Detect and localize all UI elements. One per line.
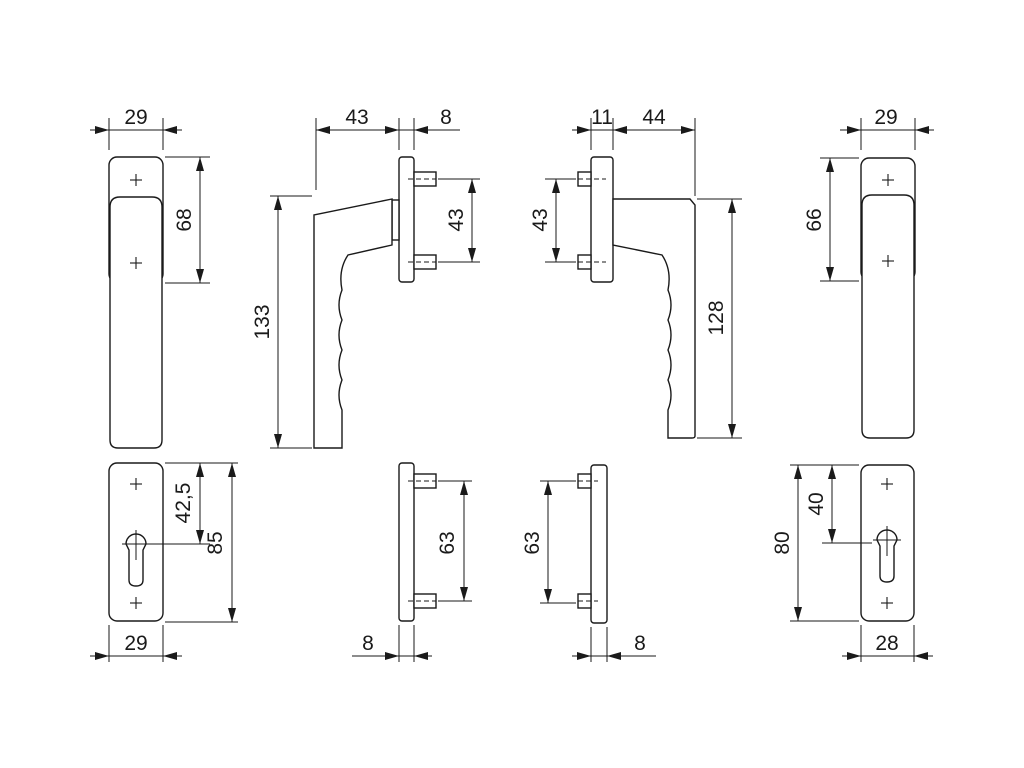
- escutcheon-side-view-left: [398, 462, 437, 622]
- dim-bottom-pins-left: 63: [436, 480, 472, 602]
- dim-handle-height-left: 68: [165, 156, 210, 284]
- dim-total-height-left: 133: [251, 195, 312, 449]
- dim-label: 29: [124, 106, 147, 129]
- dim-handle-length-right: 11 44: [572, 106, 696, 196]
- dim-label: 80: [771, 531, 794, 554]
- dim-label: 29: [874, 106, 897, 129]
- dim-handle-height-right: 66: [803, 157, 859, 282]
- dim-label: 8: [634, 632, 646, 655]
- escutcheon-front-view-right: [860, 464, 915, 622]
- dim-pin-spacing-right: 43: [529, 178, 576, 263]
- dim-bottom-height-right: 80: [771, 465, 859, 622]
- dim-bottom-offset-left: 42,5: [150, 462, 238, 545]
- dim-label: 133: [251, 304, 274, 339]
- dim-top-width-right: 29: [840, 106, 934, 150]
- escutcheon-side-view-right: [577, 464, 608, 624]
- dim-label: 8: [440, 106, 452, 129]
- handle-front-view-left: [108, 156, 164, 449]
- dim-label: 29: [124, 632, 147, 655]
- dim-bottom-thickness-left: 8: [352, 625, 432, 662]
- dim-top-width-left: 29: [90, 106, 182, 150]
- dim-label: 11: [591, 106, 613, 129]
- dim-label: 8: [362, 632, 374, 655]
- dim-bottom-thickness-right: 8: [572, 627, 656, 662]
- dim-label: 40: [805, 492, 828, 515]
- dim-total-height-right: 128: [697, 198, 742, 439]
- dim-label: 42,5: [172, 483, 195, 524]
- escutcheon-front-view-left: [108, 462, 164, 622]
- dim-label: 44: [642, 106, 666, 129]
- dim-label: 28: [875, 632, 898, 655]
- dim-bottom-pins-right: 63: [521, 480, 576, 604]
- dim-label: 85: [204, 531, 227, 554]
- dim-handle-length-left: 43 8: [315, 106, 460, 190]
- dim-label: 43: [529, 208, 552, 231]
- dim-label: 43: [345, 106, 368, 129]
- handle-side-view-left: [313, 156, 437, 449]
- dim-bottom-height-left: 85: [165, 463, 238, 623]
- handle-side-view-right: [577, 156, 696, 439]
- dim-label: 63: [521, 531, 544, 554]
- dim-pin-spacing-left: 43: [438, 178, 480, 263]
- dim-label: 43: [445, 208, 468, 231]
- dim-bottom-offset-right: 40: [790, 464, 872, 544]
- dim-bottom-width-left: 29: [90, 625, 182, 662]
- dim-label: 63: [436, 531, 459, 554]
- dim-label: 66: [803, 208, 826, 231]
- dim-label: 128: [705, 300, 728, 335]
- handle-front-view-right: [860, 157, 916, 439]
- dim-bottom-width-right: 28: [842, 625, 933, 662]
- dim-label: 68: [173, 208, 196, 231]
